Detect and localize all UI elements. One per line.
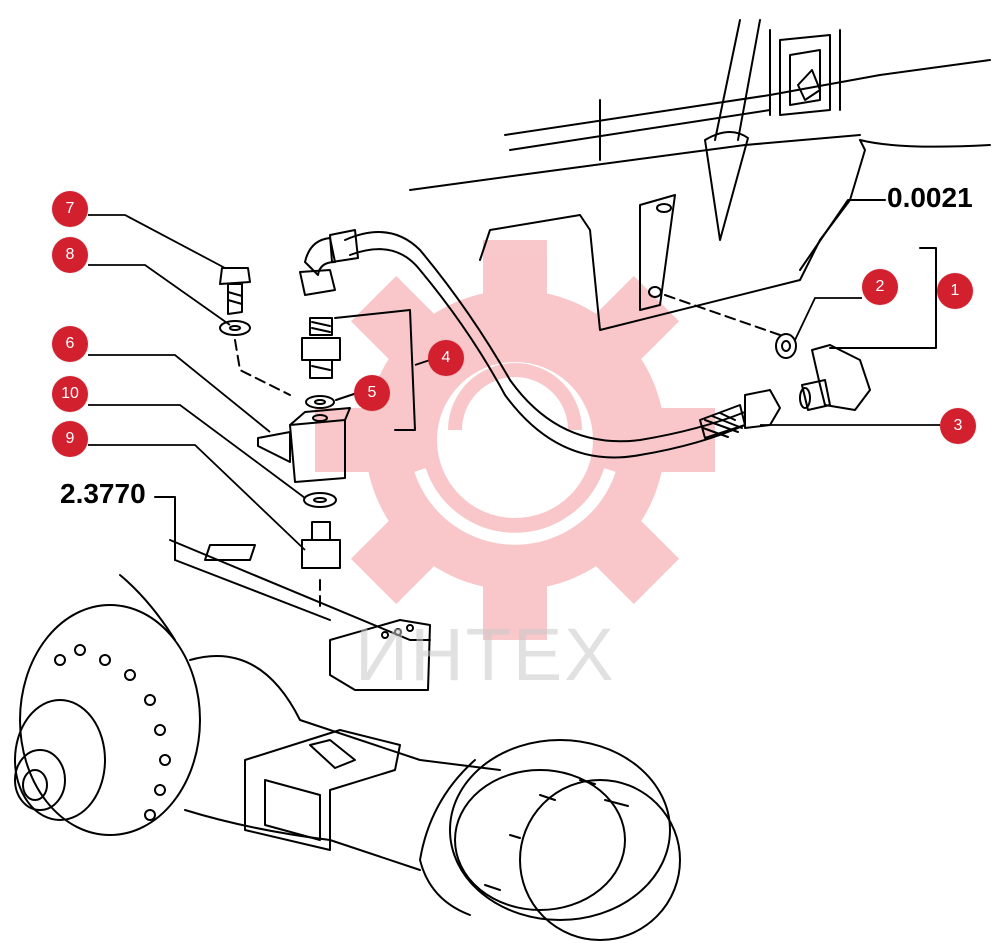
washer-5 <box>305 395 335 409</box>
watermark-text: ИНТЕХ <box>355 613 616 696</box>
callout-4[interactable]: 4 <box>428 340 464 376</box>
chassis-frame <box>409 19 991 331</box>
mounting-block <box>257 407 351 483</box>
callout-6[interactable]: 6 <box>52 326 88 362</box>
reference-code-0-0021: 0.0021 <box>887 182 973 213</box>
callout-5[interactable]: 5 <box>354 375 390 411</box>
callout-3[interactable]: 3 <box>940 408 976 444</box>
callout-7[interactable]: 7 <box>52 191 88 227</box>
callout-2[interactable]: 2 <box>862 269 898 305</box>
hose-assembly <box>299 229 781 459</box>
connector-4 <box>301 309 416 431</box>
leader-line-0-0021 <box>799 199 886 271</box>
leader-line-2-3770 <box>154 496 176 561</box>
nut-9 <box>301 521 341 569</box>
washer-10 <box>303 492 337 508</box>
callout-10[interactable]: 10 <box>52 376 88 412</box>
washer-2 <box>775 333 797 359</box>
bolt-7 <box>219 267 251 336</box>
callout-1[interactable]: 1 <box>937 273 973 309</box>
reference-code-2-3770: 2.3770 <box>60 478 146 509</box>
axle-housing <box>14 539 681 941</box>
callout-9[interactable]: 9 <box>52 421 88 457</box>
callout-8[interactable]: 8 <box>52 237 88 273</box>
